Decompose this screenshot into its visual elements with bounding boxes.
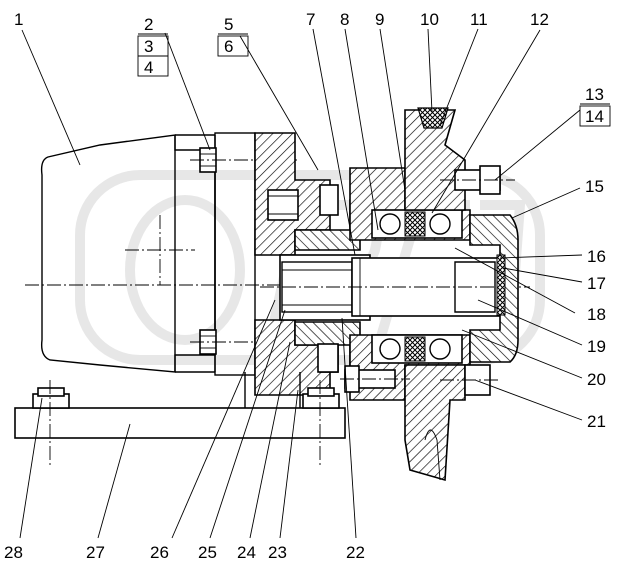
callout-9: 9 xyxy=(375,10,384,29)
base-bolt-left xyxy=(32,380,70,465)
callout-4: 4 xyxy=(144,58,153,77)
callout-20: 20 xyxy=(587,370,606,389)
callout-24: 24 xyxy=(237,543,256,562)
callout-1: 1 xyxy=(14,10,23,29)
key-lower xyxy=(440,364,500,396)
end-cap xyxy=(469,214,519,363)
callout-18: 18 xyxy=(587,305,606,324)
callout-14: 14 xyxy=(585,107,604,126)
callout-15: 15 xyxy=(585,177,604,196)
callout-19: 19 xyxy=(587,337,606,356)
callout-27: 27 xyxy=(86,543,105,562)
callout-21: 21 xyxy=(587,412,606,431)
bearing-top xyxy=(371,209,463,239)
callout-frames xyxy=(137,33,611,127)
screw-top-right xyxy=(440,165,515,195)
callout-22: 22 xyxy=(346,543,365,562)
motor-housing xyxy=(25,132,290,376)
callout-7: 7 xyxy=(306,10,315,29)
callout-11: 11 xyxy=(470,10,488,29)
callout-25: 25 xyxy=(198,543,217,562)
callout-10: 10 xyxy=(420,10,439,29)
callout-5: 5 xyxy=(224,15,233,34)
callout-3: 3 xyxy=(144,37,153,56)
callout-8: 8 xyxy=(340,10,349,29)
base-bolt-right xyxy=(302,380,340,465)
shaft xyxy=(260,254,530,321)
callout-23: 23 xyxy=(268,543,287,562)
adapter-flange xyxy=(254,132,339,396)
callout-26: 26 xyxy=(150,543,169,562)
callout-6: 6 xyxy=(224,37,233,56)
callout-labels: 1 2 3 4 5 6 7 8 9 10 11 12 13 14 15 16 1… xyxy=(4,10,606,562)
callout-17: 17 xyxy=(587,274,606,293)
nut-lower-middle xyxy=(317,343,339,373)
leader-lines xyxy=(19,28,583,539)
screw-bottom-left xyxy=(340,365,410,393)
callout-13: 13 xyxy=(585,85,604,104)
callout-28: 28 xyxy=(4,543,23,562)
callout-16: 16 xyxy=(587,247,606,266)
base-plate xyxy=(14,372,346,439)
callout-12: 12 xyxy=(530,10,549,29)
callout-2: 2 xyxy=(144,15,153,34)
bearing-bottom xyxy=(371,334,463,364)
